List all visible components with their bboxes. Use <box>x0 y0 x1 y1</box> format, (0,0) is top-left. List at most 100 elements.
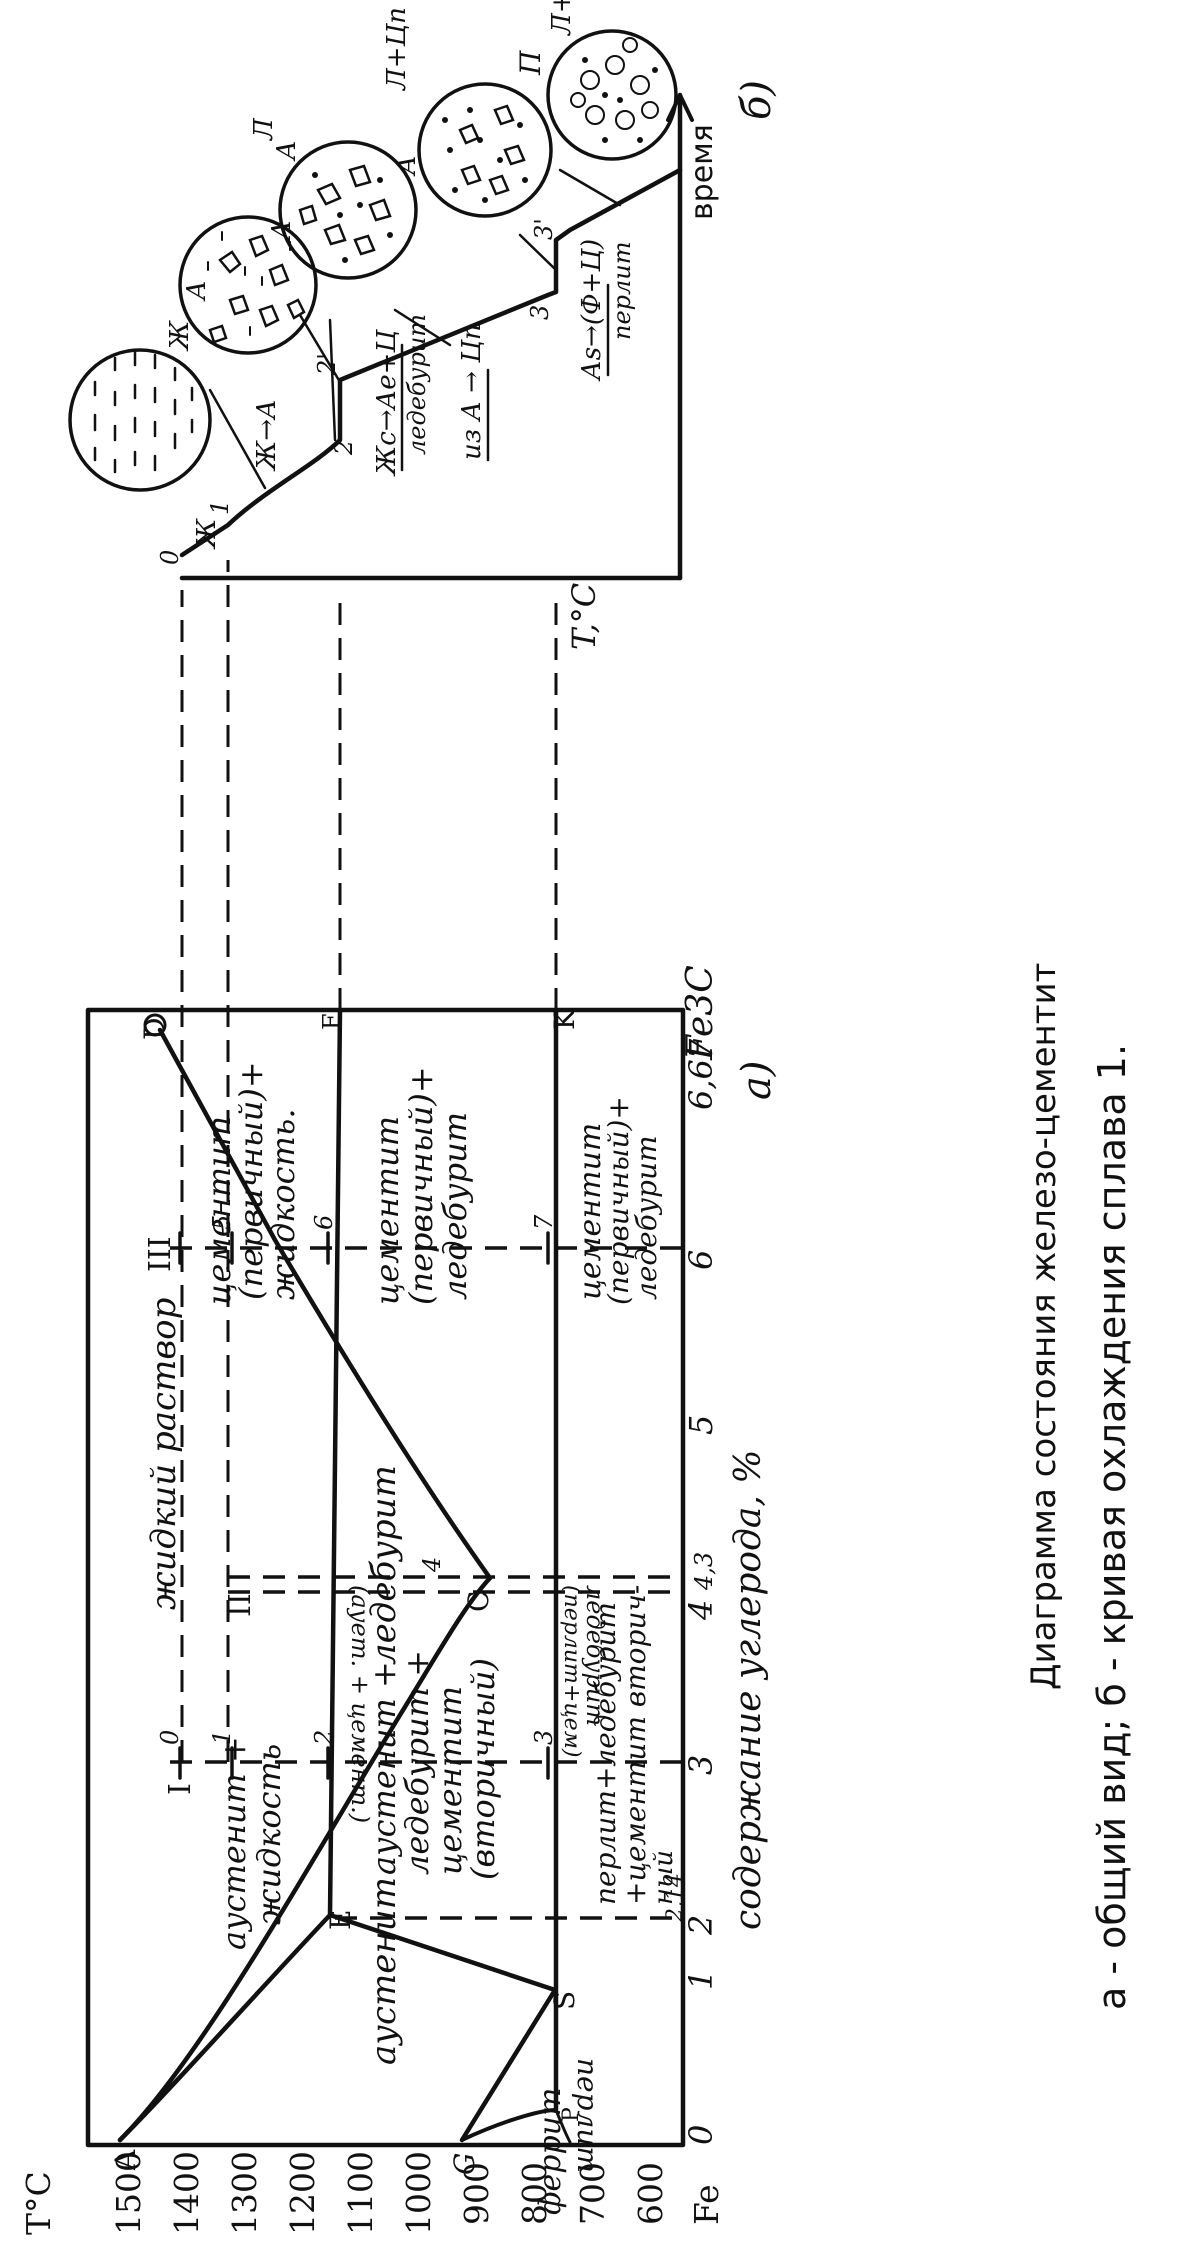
alloy3-mark-7: 7 <box>530 1214 558 1230</box>
cooling-curve <box>179 167 683 558</box>
cool-trans-2-top: Жс→Ае+Ц <box>372 329 402 477</box>
line-GP <box>460 2108 558 2142</box>
conc-tick-5: 5 <box>682 1415 720 1435</box>
circle-label-aust-1: А <box>182 280 212 302</box>
cool-trans-4-bottom: перлит <box>608 241 636 340</box>
conc-tick-1: 1 <box>682 1970 720 1990</box>
liquidus-AC <box>117 1575 493 2143</box>
leader-lines <box>208 168 622 490</box>
circle-label-led-cem-2: Л+Цп <box>547 0 577 37</box>
conc-tick-2-14: 2,14 <box>663 1873 688 1923</box>
temp-axis-label: T°C <box>19 2171 58 2235</box>
temp-tick-900: 900 <box>457 2162 496 2225</box>
temp-tick-1200: 1200 <box>283 2151 322 2235</box>
cool-pt-2: 2 <box>330 440 358 456</box>
point-G: G <box>448 2153 481 2175</box>
cool-pt-0: 0 <box>156 550 184 565</box>
alloy1-mark-3: 3 <box>530 1730 558 1745</box>
circle-label-liq: Ж <box>165 320 195 352</box>
micro-aust-led <box>278 140 418 280</box>
annotation-underlines <box>400 283 610 472</box>
fe-label: Fe <box>687 2184 726 2225</box>
point-K: K <box>548 1008 581 1030</box>
micro-aust-led-2 <box>417 82 553 218</box>
liquidus-CD <box>157 1027 493 1581</box>
point-F: F <box>318 1013 346 1030</box>
cooling-curve-b: 0 1 2 2' 3 3' П T,°C время б) Ж Ж→А Жс→А… <box>68 0 780 650</box>
region-ledeburite-perl-comp: (перлит+цем) <box>559 1585 584 1758</box>
temp-tick-700: 700 <box>573 2162 612 2225</box>
temp-tick-600: 600 <box>631 2162 670 2225</box>
alloy-labels: I II III <box>143 1236 258 1795</box>
alloy-III-label: III <box>143 1236 178 1272</box>
conc-tick-4: 4 <box>682 1600 720 1621</box>
alloy2-mark: 4 <box>418 1557 446 1573</box>
circle-label-aust-2: А <box>267 220 297 242</box>
perlite-blobs <box>570 37 659 130</box>
region-liquid: жидкий раствор <box>144 1298 184 1610</box>
cool-trans-3: из А → Цп <box>457 323 487 460</box>
cool-liq-label: Ж <box>192 518 222 550</box>
region-cem-led-low-3: ледебурит <box>630 1135 663 1300</box>
conc-tick-2: 2 <box>682 1915 720 1936</box>
line-ES <box>327 1912 558 1993</box>
alloy-mark-labels: 0 1 2 3 4 5 6 7 <box>156 1214 558 1746</box>
point-P: P <box>559 2107 584 2122</box>
region-aust-led-cem-4: (вторичный) <box>464 1658 502 1880</box>
perlite-dots <box>582 57 658 143</box>
temp-ticks: T°C 1500 1400 1300 1200 1100 1000 900 80… <box>19 2151 726 2235</box>
region-cem-led-low-1: цементит <box>573 1123 608 1300</box>
point-S: S <box>548 1991 581 2010</box>
alloy3-mark-6: 6 <box>310 1215 338 1230</box>
micro-perlite-led <box>546 29 678 161</box>
conc-tick-4-3: 4,3 <box>690 1552 718 1591</box>
point-labels: A D E C F S P K G <box>109 1008 584 2175</box>
diagram-a-labels: Диаграмма состояния железо-цементит а - … <box>19 963 1134 2235</box>
cool-pt-3: 3 <box>526 305 554 320</box>
cool-pt-3p: 3' <box>530 218 558 240</box>
alloy-II-label: II <box>223 1593 258 1617</box>
region-ledeburite-perl: ледебурит <box>581 1585 609 1726</box>
alloy3-mark-5: 5 <box>208 1215 236 1230</box>
solidus-AE <box>117 1912 333 2143</box>
circle-labels: Ж А А А Л А Л+Цп Л+Цп <box>165 0 577 352</box>
region-cem-led-low-2: (первичный)+ <box>602 1096 635 1305</box>
conc-tick-6: 6 <box>682 1250 720 1270</box>
region-cem-liquid-1: цементит <box>200 1116 238 1305</box>
region-ledeburite-comp: (аует. + цемент.) <box>346 1585 374 1823</box>
circle-label-aust-4: А <box>392 155 422 177</box>
temp-tick-800: 800 <box>515 2162 554 2225</box>
region-perl-led-cem-3: ный <box>649 1850 679 1905</box>
alloy-marks <box>178 1231 550 1780</box>
cool-pt-1: 1 <box>206 500 234 515</box>
alloy1-mark-0: 0 <box>156 1730 184 1745</box>
region-aust-led-cem-1: аустенит + <box>365 1661 403 1875</box>
aust-grains-2 <box>298 164 392 256</box>
region-aust-liquid-1: аустенит + <box>215 1736 253 1950</box>
conc-tick-3: 3 <box>682 1755 720 1775</box>
region-perl-led-cem-1: перлит+ледебурит <box>589 1602 622 1905</box>
conc-tick-6-67: 6,67 <box>682 1038 720 1110</box>
region-cem-liquid-3: жидкость. <box>264 1109 302 1301</box>
phase-diagram <box>85 560 686 2148</box>
region-ledeburite: ледебурит <box>364 1465 404 1665</box>
conc-tick-0: 0 <box>682 2125 720 2145</box>
region-cem-led-1: цементит <box>368 1116 406 1305</box>
point-C: C <box>462 1591 495 1612</box>
eutectic-ECF <box>327 1007 343 1918</box>
alloy-I-label: I <box>163 1783 198 1795</box>
cool-trans-2-bottom: ледебурит <box>403 314 431 455</box>
temp-tick-1300: 1300 <box>225 2151 264 2235</box>
region-perlite: перлит <box>571 2058 604 2173</box>
point-D-marker <box>143 1013 167 1037</box>
alloy1-mark-2: 2 <box>310 1730 338 1746</box>
subfig-a-label: а) <box>734 1061 780 1100</box>
caption: а - общий вид; б - кривая охлаждения спл… <box>1090 1044 1134 2010</box>
cool-trans-4-top: Аs→(Ф+Ц) <box>577 239 607 382</box>
liquid-dashes <box>93 350 194 474</box>
point-D: D <box>138 1018 171 1040</box>
temp-tick-1400: 1400 <box>167 2151 206 2235</box>
alloy1-mark-1: 1 <box>208 1730 236 1745</box>
circle-label-led-cem-1: Л+Цп <box>382 7 412 92</box>
